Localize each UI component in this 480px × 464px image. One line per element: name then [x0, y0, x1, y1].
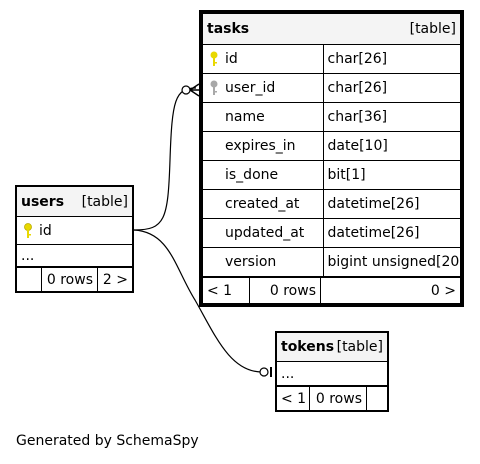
table-header: tasks [table] [202, 13, 461, 45]
table-name: tasks [207, 21, 250, 37]
children-count[interactable]: 2 > [97, 267, 133, 292]
table-header: tokens [table] [276, 332, 388, 362]
row-count: 0 rows [249, 277, 321, 304]
column-row[interactable]: version bigint unsigned[20] [202, 247, 461, 277]
column-name: id [225, 51, 238, 67]
column-type: char[26] [322, 73, 461, 103]
column-name: created_at [225, 196, 300, 212]
column-row[interactable]: expires_in date[10] [202, 131, 461, 161]
edge-users-tokens-zero-marker [259, 367, 269, 377]
table-kind: [table] [323, 13, 461, 45]
ellipsis-row: ... [16, 244, 133, 267]
column-name: expires_in [225, 138, 296, 154]
column-row[interactable]: name char[36] [202, 102, 461, 132]
table-kind: [table] [336, 339, 383, 355]
column-type: bigint unsigned[20] [322, 247, 461, 277]
column-row[interactable]: created_at datetime[26] [202, 189, 461, 219]
parents-count[interactable] [16, 267, 42, 292]
table-kind: [table] [81, 193, 128, 210]
column-name: updated_at [225, 225, 305, 241]
primary-key-icon [207, 50, 221, 68]
ellipsis-row: ... [276, 361, 388, 386]
table-footer: 0 rows 2 > [16, 267, 133, 292]
column-row[interactable]: id [16, 216, 133, 245]
edge-users-tasks-crow-foot [189, 83, 200, 97]
generator-credit: Generated by SchemaSpy [16, 433, 199, 449]
row-count: 0 rows [309, 386, 367, 411]
table-users[interactable]: users [table] id ... 0 rows 2 > [15, 185, 134, 293]
table-name: tokens [281, 339, 335, 355]
edge-users-tokens [133, 229, 263, 373]
column-row[interactable]: user_id char[26] [202, 73, 461, 103]
table-name: users [21, 193, 65, 210]
column-name: name [225, 109, 265, 125]
column-type: datetime[26] [322, 189, 461, 219]
children-count[interactable] [366, 386, 388, 411]
column-name: id [39, 222, 52, 239]
column-name: version [225, 254, 277, 270]
edge-users-tasks-zero-marker [181, 85, 191, 95]
column-row[interactable]: id char[26] [202, 44, 461, 74]
column-name: is_done [225, 167, 279, 183]
table-footer: < 1 0 rows [276, 386, 388, 411]
row-count: 0 rows [41, 267, 98, 292]
edge-users-tasks [133, 87, 197, 231]
column-name: user_id [225, 80, 276, 96]
column-type: date[10] [322, 131, 461, 161]
column-type: char[26] [322, 44, 461, 74]
table-footer: < 1 0 rows 0 > [202, 277, 461, 304]
column-row[interactable]: is_done bit[1] [202, 160, 461, 190]
column-row[interactable]: updated_at datetime[26] [202, 218, 461, 248]
column-type: char[36] [322, 102, 461, 132]
table-header: users [table] [16, 186, 133, 217]
column-type: bit[1] [322, 160, 461, 190]
parents-count[interactable]: < 1 [276, 386, 310, 411]
column-type: datetime[26] [322, 218, 461, 248]
parents-count[interactable]: < 1 [202, 277, 250, 304]
primary-key-icon [21, 222, 35, 240]
table-tokens[interactable]: tokens [table] ... < 1 0 rows [275, 331, 389, 412]
children-count[interactable]: 0 > [320, 277, 461, 304]
foreign-key-icon [207, 79, 221, 97]
